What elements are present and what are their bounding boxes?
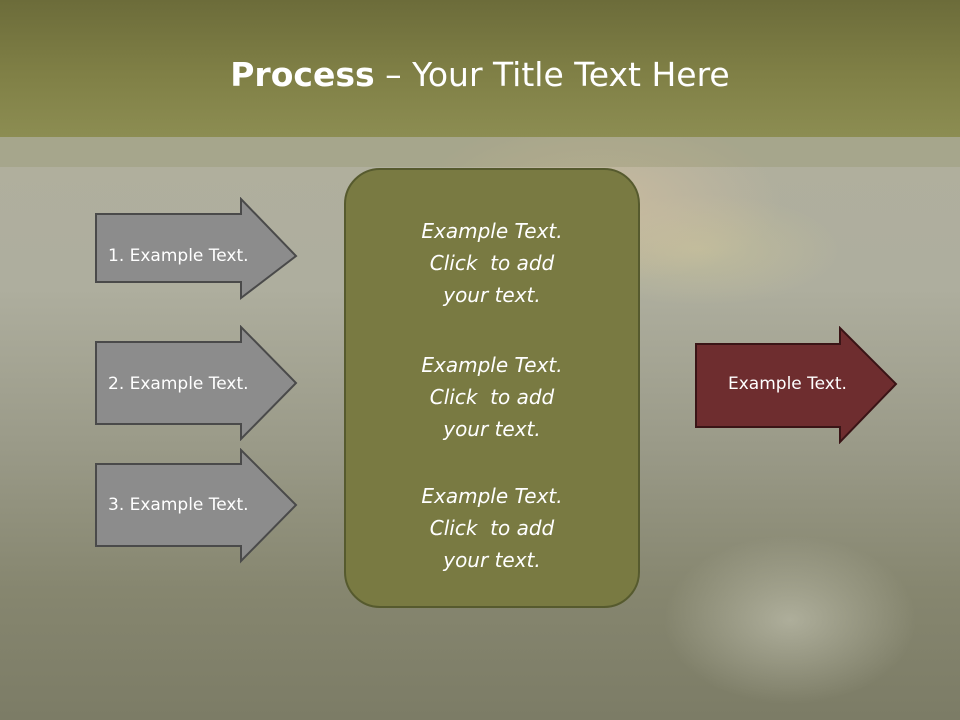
process-text-block-3[interactable]: Example Text. Click to add your text. xyxy=(346,480,638,576)
arrow-shape-3 xyxy=(95,448,298,564)
input-arrow-3[interactable]: 3. Example Text. xyxy=(94,448,300,564)
slide-title: Process – Your Title Text Here xyxy=(0,54,960,96)
input-arrow-label: 1. Example Text. xyxy=(108,246,249,266)
output-arrow-label: Example Text. xyxy=(728,374,847,394)
arrow-shape-1 xyxy=(95,197,298,301)
input-arrow-label: 3. Example Text. xyxy=(108,495,249,515)
process-box[interactable]: Example Text. Click to add your text. Ex… xyxy=(344,168,640,608)
process-text-block-2[interactable]: Example Text. Click to add your text. xyxy=(346,349,638,445)
title-bold: Process xyxy=(230,55,375,94)
arrow-shape-2 xyxy=(95,325,298,441)
block-line: your text. xyxy=(443,548,541,572)
title-bar xyxy=(0,0,960,137)
input-arrow-1[interactable]: 1. Example Text. xyxy=(94,197,300,301)
title-rest: – Your Title Text Here xyxy=(374,55,730,94)
block-line: your text. xyxy=(443,283,541,307)
output-arrow-shape xyxy=(695,326,898,444)
output-arrow[interactable]: Example Text. xyxy=(694,326,900,444)
block-line: Example Text. xyxy=(421,484,563,508)
block-line: Click to add xyxy=(429,251,555,275)
process-text-block-1[interactable]: Example Text. Click to add your text. xyxy=(346,215,638,311)
block-line: Click to add xyxy=(429,516,555,540)
block-line: your text. xyxy=(443,417,541,441)
block-line: Example Text. xyxy=(421,219,563,243)
input-arrow-2[interactable]: 2. Example Text. xyxy=(94,325,300,441)
block-line: Click to add xyxy=(429,385,555,409)
title-strip xyxy=(0,137,960,167)
input-arrow-label: 2. Example Text. xyxy=(108,374,249,394)
block-line: Example Text. xyxy=(421,353,563,377)
